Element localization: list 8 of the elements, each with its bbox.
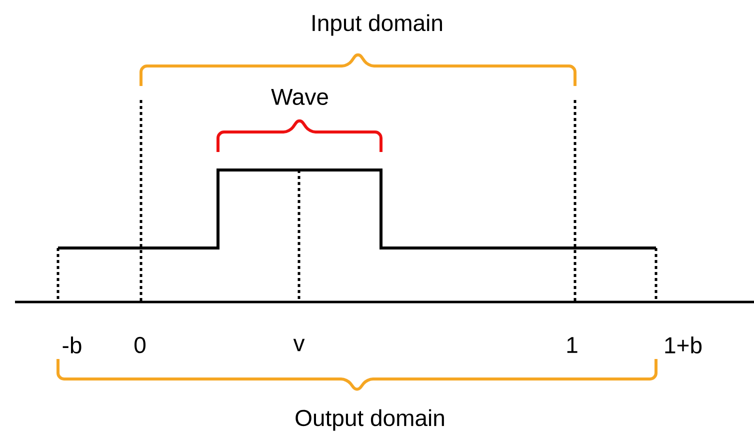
label: Input domain	[312, 14, 442, 36]
tick-label: 0	[134, 336, 146, 354]
tick-label: 1+b	[665, 336, 702, 354]
tick-label: 1	[567, 337, 578, 353]
label: Output domain	[296, 409, 444, 431]
tick-label: v	[293, 338, 305, 352]
label: Wave	[271, 88, 328, 106]
tick-label: -b	[62, 336, 82, 354]
